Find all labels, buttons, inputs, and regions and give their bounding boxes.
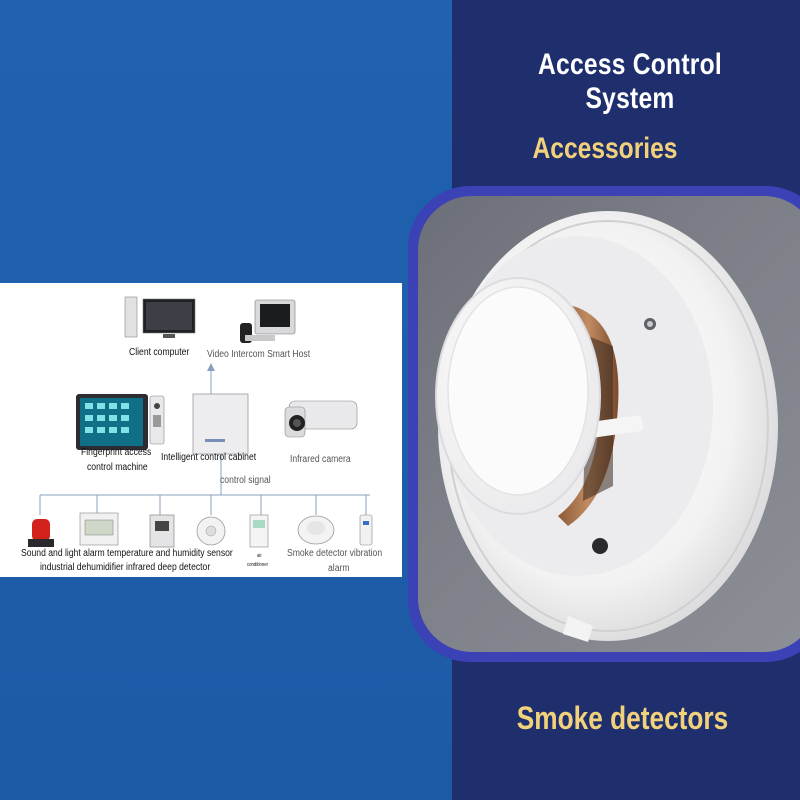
- air-conditioner-panel-icon: [249, 514, 269, 548]
- vibration-alarm-icon: [359, 514, 373, 546]
- smoke-detector-icon: [297, 515, 335, 545]
- infrared-camera-icon: [284, 400, 358, 438]
- label-control-cabinet: Intelligent control cabinet: [161, 452, 257, 463]
- client-computer-icon: [124, 296, 196, 338]
- video-intercom-icon: [240, 299, 296, 343]
- control-cabinet-icon: [192, 393, 249, 455]
- label-smoke-vibration-1: Smoke detector vibration: [287, 548, 383, 559]
- label-fingerprint-2: control machine: [87, 462, 148, 473]
- label-video-intercom: Video Intercom Smart Host: [207, 349, 311, 360]
- label-infrared-camera: Infrared camera: [290, 454, 351, 465]
- label-client-computer: Client computer: [129, 347, 190, 358]
- temperature-humidity-sensor-icon: [79, 512, 119, 546]
- alarm-beacon-icon: [28, 519, 54, 547]
- system-diagram: Client computer Video Intercom Smart Hos…: [0, 283, 402, 577]
- dehumidifier-icon: [149, 514, 175, 548]
- product-caption: Smoke detectors: [516, 700, 729, 736]
- label-sensors-1: Sound and light alarm temperature and hu…: [21, 548, 233, 559]
- label-air-2: conditioner: [247, 562, 269, 568]
- infrared-detector-icon: [196, 516, 226, 546]
- label-air-1: air: [257, 553, 262, 559]
- label-fingerprint-1: Fingerprint access: [81, 447, 152, 458]
- page-title: Access Control System: [538, 48, 722, 115]
- label-control-signal: control signal: [220, 475, 271, 486]
- page-subtitle: Accessories: [532, 132, 678, 165]
- label-smoke-vibration-2: alarm: [328, 563, 350, 574]
- smoke-detector-photo: [418, 196, 800, 652]
- fingerprint-terminal-icon: [76, 394, 165, 450]
- label-sensors-2: industrial dehumidifier infrared deep de…: [40, 562, 211, 573]
